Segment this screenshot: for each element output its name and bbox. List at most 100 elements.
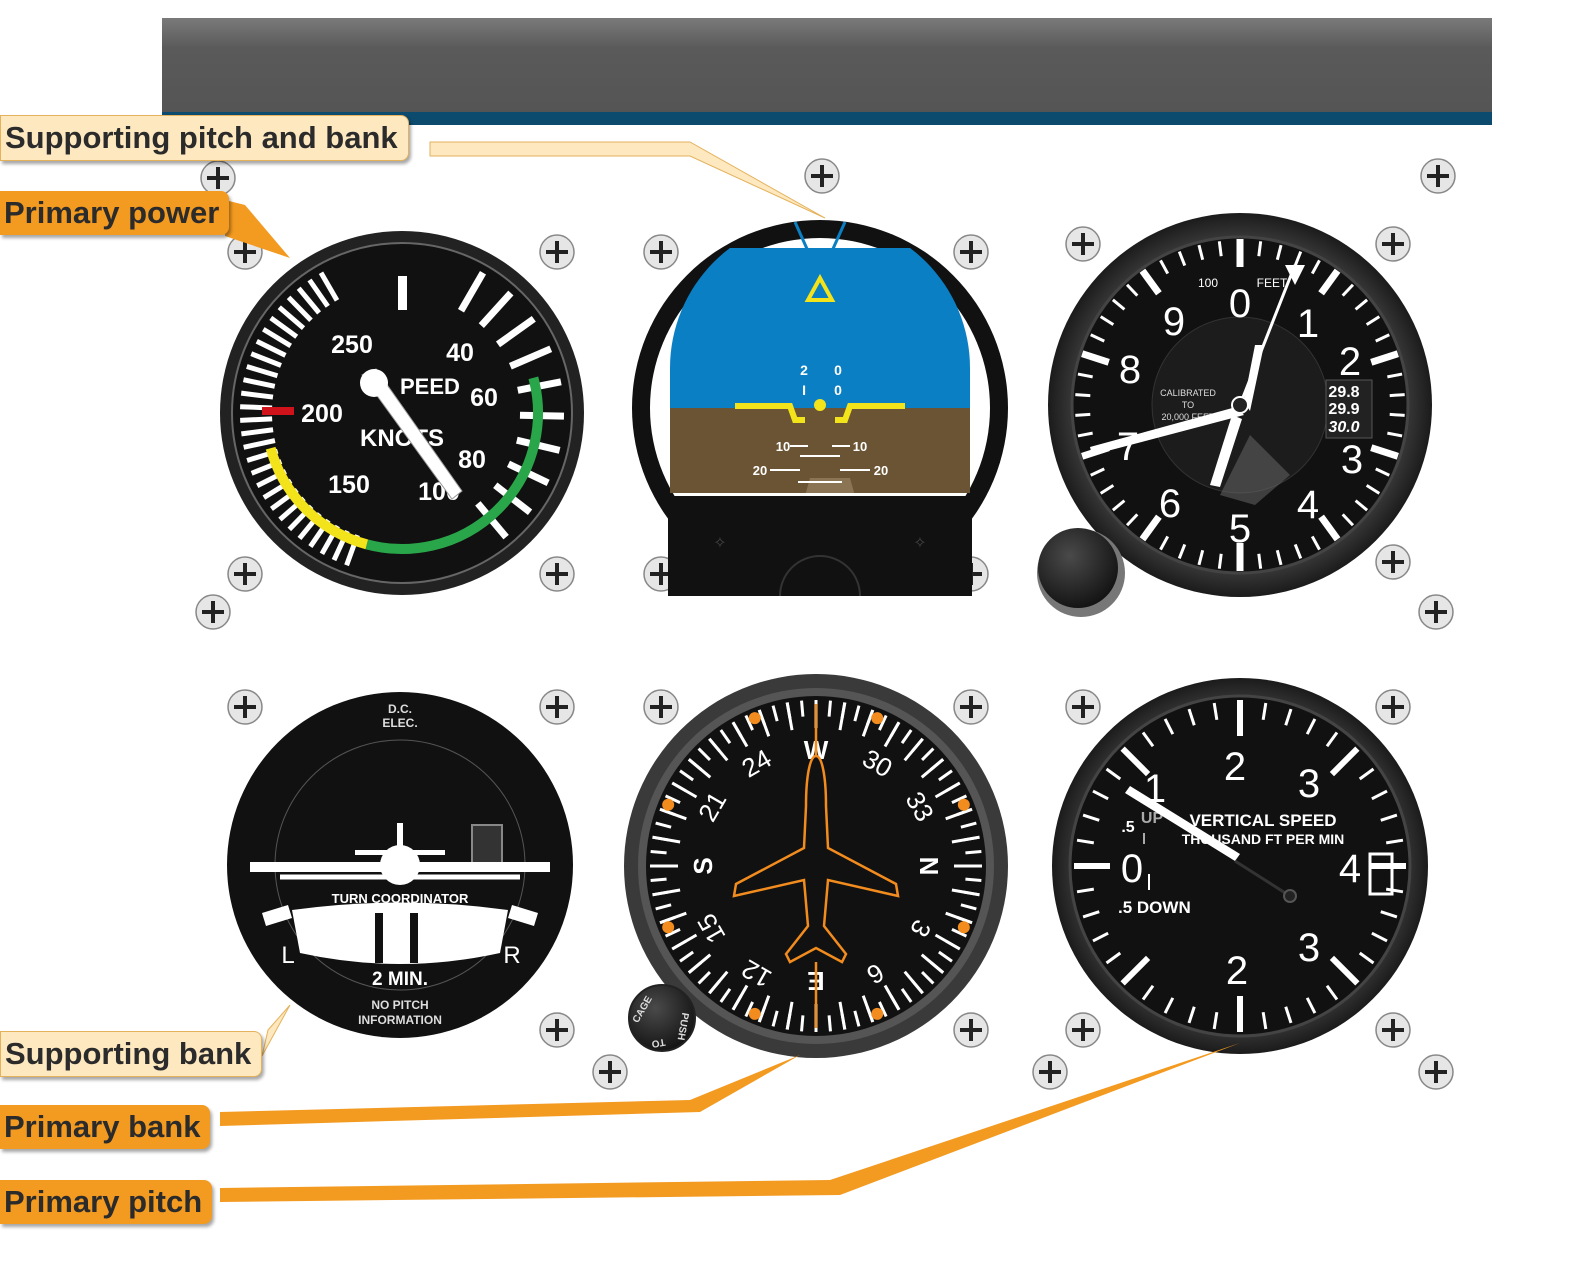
screw-icon — [539, 689, 575, 725]
airspeed-tick — [240, 390, 274, 400]
attitude-adjust-knob — [779, 555, 861, 597]
leader-primary-power — [225, 200, 290, 258]
heading-n: N — [914, 857, 944, 876]
vsi-tick — [1380, 910, 1398, 919]
screw-slot — [546, 696, 568, 718]
altimeter-kollsman-1: 29.8 — [1328, 384, 1359, 401]
heading-tick — [800, 1015, 805, 1032]
airspeed-tick — [240, 416, 273, 423]
altimeter-tick — [1341, 513, 1355, 527]
altimeter-knob[interactable] — [1037, 528, 1125, 617]
heading-tick-major — [903, 970, 924, 995]
altimeter-digit-1: 1 — [1297, 302, 1319, 346]
altimeter-tick — [1387, 431, 1403, 438]
attitude-aircraft-dot — [814, 399, 826, 411]
screw-slot — [1382, 696, 1404, 718]
heading-tick — [951, 928, 968, 938]
screw-icon — [1418, 594, 1454, 630]
vsi-tick-major — [1120, 746, 1151, 777]
heading-tick — [938, 950, 953, 963]
attitude-pitch-0a: 0 — [834, 362, 842, 378]
altimeter-digit-9: 9 — [1163, 300, 1185, 344]
altimeter-tick — [1077, 372, 1093, 379]
altimeter-tick — [1090, 333, 1105, 343]
screw-slot — [1072, 233, 1094, 255]
vsi-tick — [1385, 887, 1404, 894]
altimeter-digit-6: 6 — [1159, 482, 1181, 526]
screw-slot — [546, 1019, 568, 1041]
screw-icon — [1375, 1012, 1411, 1048]
attitude-pitch-1: I — [802, 382, 806, 398]
vsi-tick — [1325, 731, 1339, 748]
screw-slot — [650, 696, 672, 718]
heading-tick-major — [708, 970, 729, 995]
vsi-tick — [1261, 1011, 1268, 1030]
screw-icon — [953, 689, 989, 725]
heading-tick — [827, 700, 832, 717]
heading-tick-major — [659, 911, 687, 925]
heading-tick-major — [903, 737, 924, 762]
vsi-tick — [1212, 1011, 1219, 1030]
heading-tick-major — [945, 807, 973, 821]
heading-tick — [965, 877, 982, 882]
altimeter-tick — [1293, 543, 1303, 559]
heading-tick-major — [920, 758, 945, 779]
altimeter-tick — [1099, 484, 1115, 495]
altimeter-kollsman-window — [1325, 379, 1373, 439]
screw-slot — [1382, 233, 1404, 255]
screw-slot — [1039, 1061, 1061, 1083]
heading-tick — [771, 705, 779, 722]
altimeter-tick — [1217, 241, 1223, 257]
altimeter-kollsman-3: 30.0 — [1328, 419, 1359, 436]
vertical-speed-indicator: 2 3 1 4 0 3 2 .5 UP VERTICAL SPEED THOUS… — [1052, 678, 1428, 1054]
heading-tick-major — [785, 702, 794, 731]
airspeed-tick — [495, 315, 536, 348]
screw-slot — [546, 241, 568, 263]
heading-tick-major — [920, 953, 945, 974]
airspeed-title-peed: PEED — [400, 374, 460, 399]
vsi-label-4: 4 — [1339, 847, 1361, 891]
leader-primary-bank — [220, 1055, 800, 1126]
heading-tick — [719, 729, 732, 744]
heading-tick-major — [757, 995, 771, 1023]
screw-icon — [1032, 1054, 1068, 1090]
heading-tick-major — [652, 888, 681, 897]
vsi-tick — [1163, 718, 1175, 735]
heading-tick-major — [838, 702, 847, 731]
screw-slot — [202, 601, 224, 623]
heading-tick — [719, 988, 732, 1003]
altimeter-tick-major — [1318, 268, 1341, 296]
attitude-pitch-2: 2 — [800, 362, 808, 378]
turn-coordinator: D.C. ELEC. TURN COORDINATOR L R 2 MIN. N… — [227, 692, 573, 1038]
screw-icon — [592, 1054, 628, 1090]
airspeed-tick — [250, 351, 282, 368]
altimeter-tick — [1354, 298, 1369, 311]
screw-slot — [234, 696, 256, 718]
attitude-left-mark-icon: ✧ — [713, 535, 726, 552]
turn-coordinator-ref-line-left — [375, 913, 383, 963]
vsi-hub — [1283, 889, 1297, 903]
heading-tick-major — [687, 953, 712, 974]
attitude-sky — [670, 248, 970, 408]
turn-coordinator-dc: D.C. — [388, 702, 412, 716]
heading-tick — [960, 821, 977, 829]
turn-coordinator-no-pitch-2: INFORMATION — [358, 1013, 442, 1027]
vsi-tick — [1141, 731, 1155, 748]
screw-icon — [1418, 1054, 1454, 1090]
heading-tick-major — [861, 709, 875, 737]
heading-tick-major — [951, 835, 980, 844]
airspeed-tick — [243, 438, 276, 450]
heading-cage-knob[interactable]: CAGE PUSH TO — [628, 984, 696, 1052]
screw-slot — [207, 167, 229, 189]
heading-tick — [900, 988, 913, 1003]
airspeed-label-200: 200 — [301, 400, 343, 428]
callout-primary-power: Primary power — [0, 191, 230, 235]
heading-tick-major — [785, 1001, 794, 1030]
altimeter-digit-8: 8 — [1119, 348, 1141, 392]
screw-icon — [953, 234, 989, 270]
altimeter-tick — [1075, 393, 1091, 398]
heading-tick-major — [883, 984, 901, 1011]
vsi-tick — [1305, 997, 1317, 1014]
heading-tick — [771, 1010, 779, 1027]
heading-tick-major — [838, 1001, 847, 1030]
